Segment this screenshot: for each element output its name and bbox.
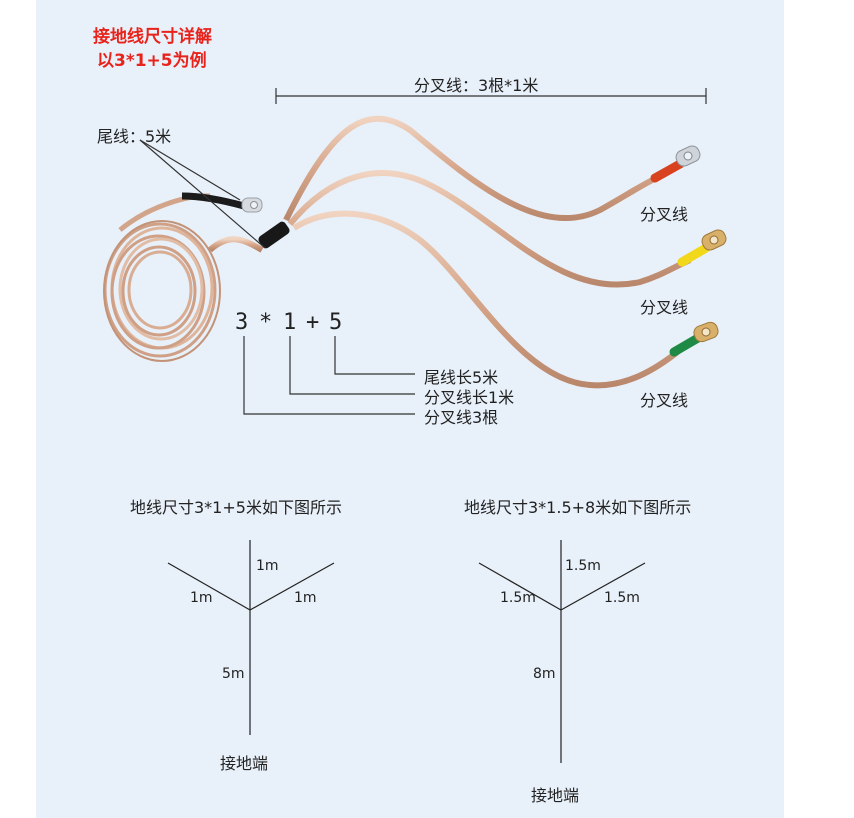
lug-b [701, 229, 727, 251]
diagram-2-left: 1.5m [500, 590, 536, 606]
diagram-1-top: 1m [256, 558, 279, 574]
content-panel [36, 0, 784, 818]
diagram-2-stem: 8m [533, 666, 556, 682]
branch-wire-b [287, 170, 692, 288]
diagram-2-right: 1.5m [604, 590, 640, 606]
explain-tail: 尾线长5米 [424, 368, 499, 387]
diagram-2-base: 接地端 [531, 786, 580, 805]
branch-wire-c [292, 210, 682, 389]
diagram-1-lines [167, 540, 335, 735]
sleeve-green [669, 333, 703, 357]
formula-plus: + [306, 310, 320, 335]
tail-spec-label: 尾线：5米 [97, 127, 172, 146]
formula-brackets [243, 336, 415, 415]
branch-label-c: 分叉线 [640, 391, 689, 410]
explain-branch-length: 分叉线长1米 [424, 388, 515, 407]
tail-lead [181, 192, 245, 210]
tail-callout-pointers [139, 139, 266, 249]
tail-wire [207, 236, 264, 253]
explain-branch-count: 分叉线3根 [424, 408, 499, 427]
formula-count: 3 [235, 310, 249, 335]
diagram-2-lines [478, 540, 646, 763]
heading-subtitle: 以3*1+5为例 [97, 51, 207, 71]
junction-sleeve [258, 221, 290, 249]
lug-a [675, 145, 701, 167]
branch-label-a: 分叉线 [640, 205, 689, 224]
diagram-1-stem: 5m [222, 666, 245, 682]
diagram-1-right: 1m [294, 590, 317, 606]
diagram-1-title: 地线尺寸3*1+5米如下图所示 [130, 498, 342, 517]
formula-star: * [259, 310, 273, 335]
heading-title: 接地线尺寸详解 [93, 27, 212, 47]
diagram-1-base: 接地端 [220, 754, 269, 773]
lug-c [693, 321, 719, 343]
branch-spec-label: 分叉线：3根*1米 [414, 76, 539, 95]
branch-wire-a [283, 115, 662, 222]
sleeve-red [650, 159, 685, 183]
branch-dimension-line [275, 88, 707, 104]
formula-length: 1 [283, 310, 297, 335]
tail-lug [241, 197, 263, 213]
sleeve-yellow [677, 243, 711, 267]
cable-coil [103, 220, 221, 362]
diagram-1-left: 1m [190, 590, 213, 606]
diagram-2-top: 1.5m [565, 558, 601, 574]
branch-label-b: 分叉线 [640, 298, 689, 317]
diagram-2-title: 地线尺寸3*1.5+8米如下图所示 [464, 498, 692, 517]
formula-tail: 5 [329, 310, 343, 335]
